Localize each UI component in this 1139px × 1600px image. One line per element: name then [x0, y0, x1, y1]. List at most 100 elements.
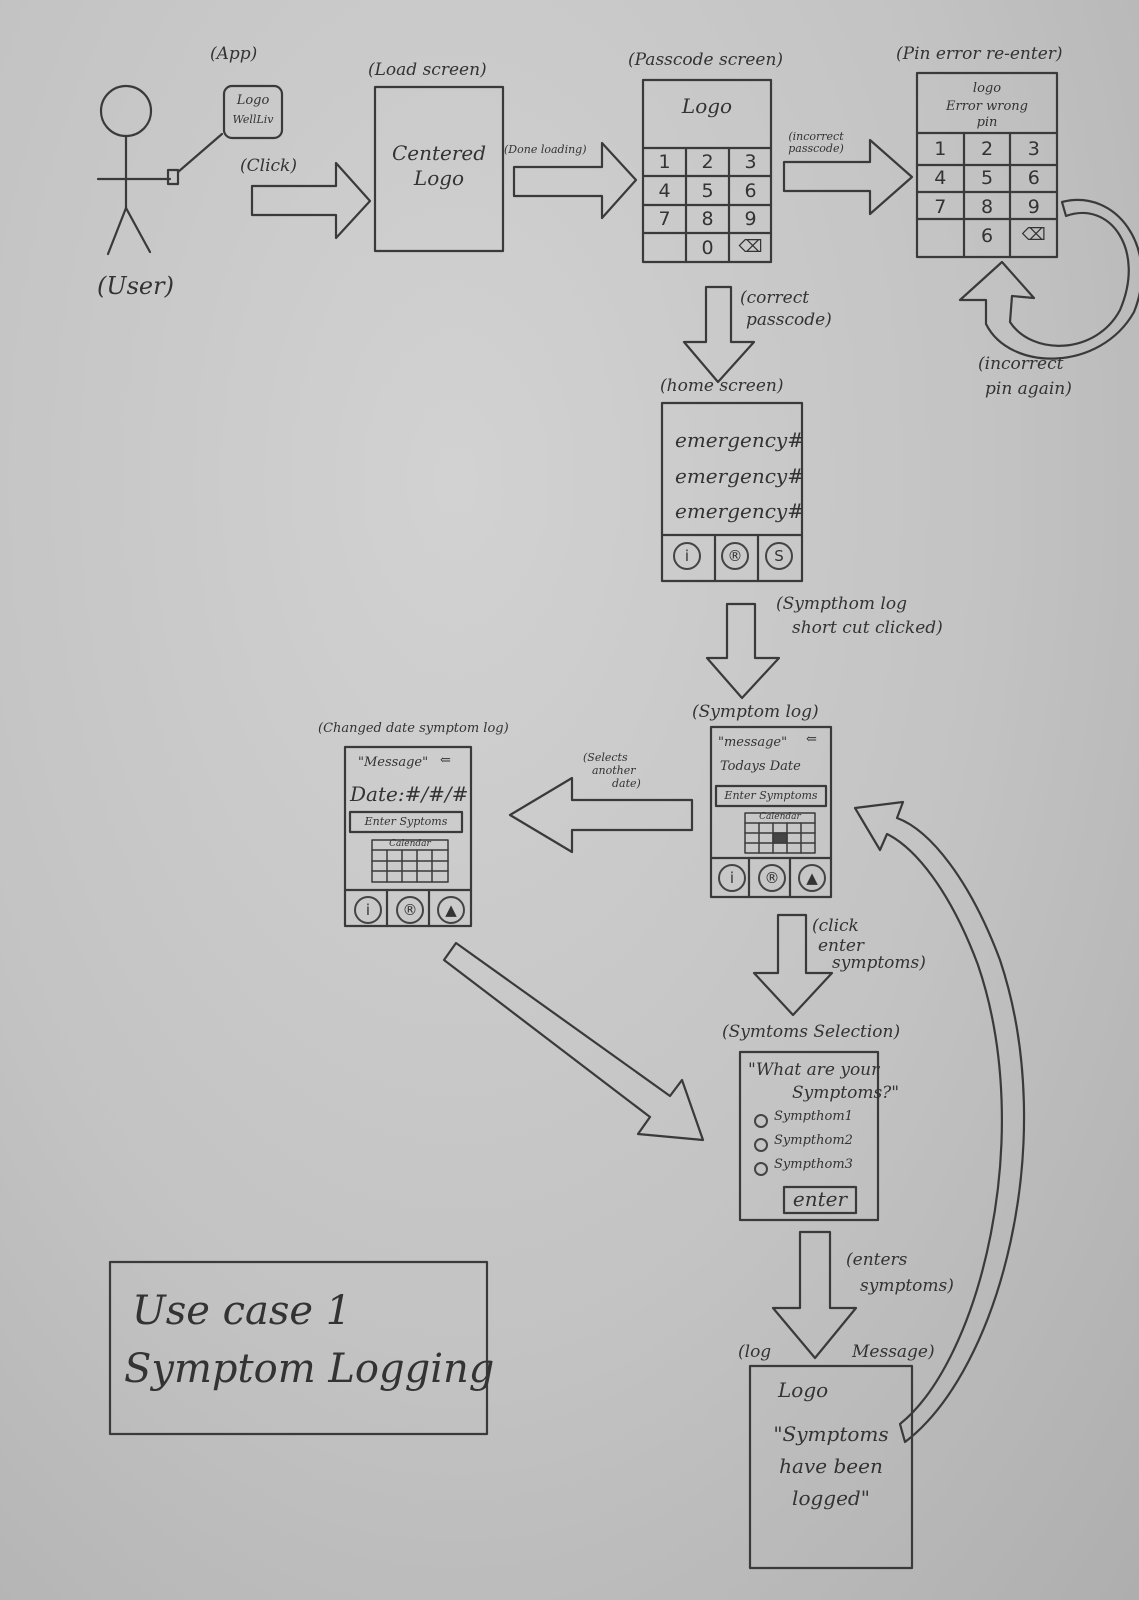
- symptom-log-message: "message": [718, 735, 788, 750]
- arrow-enters-symptoms: [771, 1230, 858, 1360]
- click-label: (Click): [240, 156, 297, 176]
- centered-logo-line1: Centered: [391, 141, 487, 165]
- pin-error-key-3: 3: [1027, 138, 1040, 160]
- pin-error-key-7: 7: [934, 196, 947, 218]
- app-logo-text: Logo: [236, 93, 270, 108]
- selects-date-line2: another: [592, 764, 636, 777]
- changed-date-enter-button: Enter Syptoms: [364, 815, 448, 828]
- pin-error-frame: [915, 71, 1059, 259]
- stick-figure: [96, 84, 224, 256]
- changed-date-field: Date:#/#/#: [350, 782, 469, 806]
- passcode-screen-label: (Passcode screen): [628, 50, 784, 70]
- passcode-key-6: 6: [744, 179, 757, 202]
- symptom-shortcut-icon: S: [765, 542, 793, 570]
- pin-error-message-line1: Error wrong: [946, 99, 1028, 114]
- pin-error-key-5: 5: [980, 167, 994, 189]
- arrow-pin-retry-loop: [958, 199, 1139, 360]
- symptom-log-label: (Symptom log): [692, 702, 819, 722]
- selects-date-line1: (Selects: [583, 751, 628, 764]
- pin-error-logo: logo: [972, 81, 1002, 96]
- done-loading-label: (Done loading): [504, 143, 587, 156]
- arrow-incorrect-passcode: [782, 138, 914, 216]
- load-screen-label: (Load screen): [368, 60, 487, 80]
- arrow-correct-passcode: [682, 285, 756, 384]
- click-enter-line3: symptoms): [832, 953, 926, 973]
- log-message-frame: [748, 1364, 914, 1570]
- use-case-subtitle: Symptom Logging: [124, 1346, 495, 1392]
- arrow-changed-to-selection: [442, 941, 705, 1142]
- enters-symptoms-line1: (enters: [846, 1250, 908, 1270]
- incorrect-passcode-line2: passcode): [788, 142, 844, 155]
- symptom-3-radio: [754, 1162, 768, 1176]
- profile-icon: ®: [721, 542, 749, 570]
- home-screen-label: (home screen): [660, 376, 784, 396]
- click-enter-line2: enter: [818, 936, 865, 956]
- symptom-3-label: Sympthom3: [774, 1157, 853, 1172]
- passcode-key-9: 9: [744, 208, 757, 230]
- passcode-logo: Logo: [681, 94, 733, 118]
- load-screen-frame: [373, 85, 505, 253]
- pin-error-label: (Pin error re-enter): [896, 44, 1063, 64]
- changed-date-frame: [343, 745, 473, 928]
- backspace-icon: ⌫: [738, 236, 763, 257]
- info-icon: i: [354, 896, 382, 924]
- symptom-log-back-icon: ⇐: [806, 732, 817, 747]
- passcode-key-3: 3: [744, 151, 757, 173]
- emergency-number-2: emergency#: [675, 464, 804, 488]
- symptoms-question-line2: Symptoms?": [792, 1083, 900, 1103]
- up-arrow-icon: ▲: [437, 896, 465, 924]
- info-icon: i: [673, 542, 701, 570]
- incorrect-again-line1: (incorrect: [978, 354, 1064, 374]
- symptom-log-date: Todays Date: [720, 759, 801, 774]
- symptom-log-frame: [709, 725, 833, 899]
- arrow-selects-date: [508, 776, 694, 854]
- log-message-label-2: Message): [852, 1342, 935, 1362]
- changed-date-back-icon: ⇐: [440, 753, 451, 768]
- changed-date-calendar-label: Calendar: [389, 839, 431, 849]
- symptom-log-calendar-label: Calendar: [759, 812, 801, 822]
- enters-symptoms-line2: symptoms): [860, 1276, 954, 1296]
- selects-date-line3: date): [612, 777, 641, 790]
- correct-passcode-line2: passcode): [746, 310, 832, 330]
- log-message-logo: Logo: [778, 1378, 829, 1402]
- arrow-click-enter: [752, 913, 834, 1017]
- symptom-log-calendar-grid: [744, 812, 816, 854]
- pin-error-key-8: 8: [980, 196, 994, 218]
- pin-error-key-6: 6: [1027, 167, 1040, 189]
- pin-error-message-line2: pin: [976, 115, 998, 130]
- symptom-1-label: Sympthom1: [774, 1109, 853, 1124]
- arrow-back-to-symptom-log: [853, 800, 1026, 1444]
- pin-error-key-10: 6: [980, 225, 994, 247]
- passcode-key-2: 2: [701, 151, 714, 173]
- pin-error-key-4: 4: [934, 167, 947, 189]
- user-label: (User): [97, 272, 174, 300]
- pin-error-key-2: 2: [980, 138, 994, 160]
- passcode-key-7: 7: [658, 208, 671, 230]
- log-message-line1: "Symptoms: [773, 1422, 889, 1446]
- home-screen-frame: [660, 401, 804, 583]
- passcode-key-4: 4: [658, 179, 671, 202]
- arrow-click: [250, 161, 372, 240]
- symptoms-selection-frame: [738, 1050, 880, 1222]
- passcode-key-1: 1: [658, 151, 671, 173]
- passcode-key-10: 0: [701, 236, 714, 259]
- symptom-shortcut-line1: (Sympthom log: [776, 594, 907, 614]
- log-message-line3: logged": [792, 1486, 870, 1510]
- emergency-number-3: emergency#: [675, 499, 804, 523]
- up-arrow-icon: ▲: [798, 864, 826, 892]
- profile-icon: ®: [396, 896, 424, 924]
- symptoms-selection-label: (Symtoms Selection): [722, 1022, 901, 1042]
- symptom-2-radio: [754, 1138, 768, 1152]
- arrow-done-loading: [512, 141, 638, 220]
- correct-passcode-line1: (correct: [740, 288, 810, 308]
- changed-date-calendar-grid: [371, 839, 449, 883]
- info-icon: i: [718, 864, 746, 892]
- use-case-title: Use case 1: [132, 1288, 352, 1334]
- centered-logo-line2: Logo: [413, 166, 465, 190]
- changed-date-message: "Message": [358, 755, 429, 770]
- emergency-number-1: emergency#: [675, 428, 804, 452]
- arrow-shortcut: [705, 602, 781, 700]
- passcode-key-5: 5: [701, 179, 714, 202]
- log-message-label-1: (log: [738, 1342, 772, 1362]
